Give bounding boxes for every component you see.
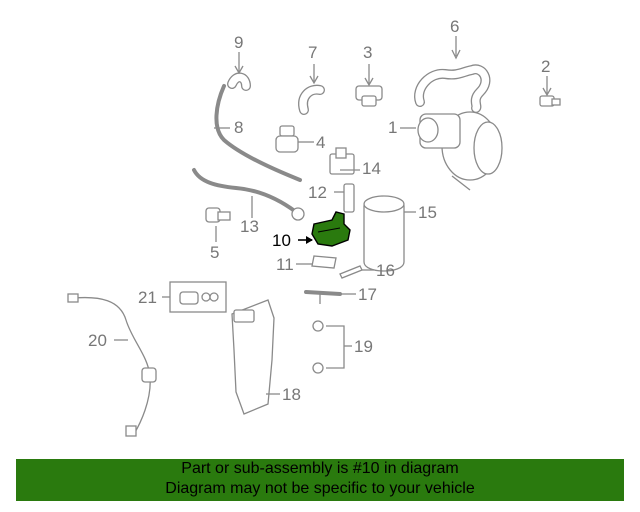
part-3-valve[interactable] [355,64,383,107]
callout-6[interactable]: 6 [450,17,460,36]
callout-3[interactable]: 3 [363,43,373,62]
part-6-hose[interactable] [414,36,491,113]
part-21-connector[interactable] [162,281,227,313]
callout-16[interactable]: 16 [376,261,395,280]
callout-11[interactable]: 11 [276,255,294,274]
part-20-harness[interactable] [67,293,157,437]
callout-20[interactable]: 20 [88,331,107,350]
callout-19[interactable]: 19 [354,337,373,356]
part-4-check-valve[interactable] [275,125,314,153]
callout-9[interactable]: 9 [234,33,244,52]
part-11-gasket[interactable] [296,255,337,269]
part-13-pipe[interactable] [192,168,305,221]
part-8-9-tube[interactable] [214,52,302,182]
footer-line-1: Part or sub-assembly is #10 in diagram [181,460,459,477]
callout-4[interactable]: 4 [316,133,326,152]
part-5-sensor[interactable] [205,207,231,242]
part-2-sensor[interactable] [539,76,561,107]
part-12-bracket[interactable] [334,183,355,213]
callout-13[interactable]: 13 [240,217,259,236]
callout-15[interactable]: 15 [418,203,437,222]
part-19-grommets[interactable] [312,320,352,374]
part-1-air-pump[interactable] [400,111,503,191]
callout-21[interactable]: 21 [138,288,157,307]
callout-10[interactable]: 10 [272,231,291,250]
part-16-clip[interactable] [339,265,374,279]
part-18-reservoir[interactable] [231,299,280,415]
part-15-canister[interactable] [363,195,416,272]
part-7-hose[interactable] [298,64,325,115]
callout-5[interactable]: 5 [210,243,220,262]
part-14-bracket[interactable] [329,147,360,175]
footer-banner: Part or sub-assembly is #10 in diagram D… [16,459,624,501]
callout-7[interactable]: 7 [308,43,318,62]
callout-12[interactable]: 12 [308,183,327,202]
callout-14[interactable]: 14 [362,159,381,178]
callout-2[interactable]: 2 [541,57,551,76]
callout-8[interactable]: 8 [234,118,244,137]
callout-1[interactable]: 1 [388,118,398,137]
callout-18[interactable]: 18 [282,385,301,404]
part-10-highlighted[interactable] [298,211,351,247]
part-17-tee[interactable] [304,290,356,304]
footer-line-2: Diagram may not be specific to your vehi… [165,480,475,497]
callout-17[interactable]: 17 [358,285,377,304]
parts-diagram [67,36,561,437]
